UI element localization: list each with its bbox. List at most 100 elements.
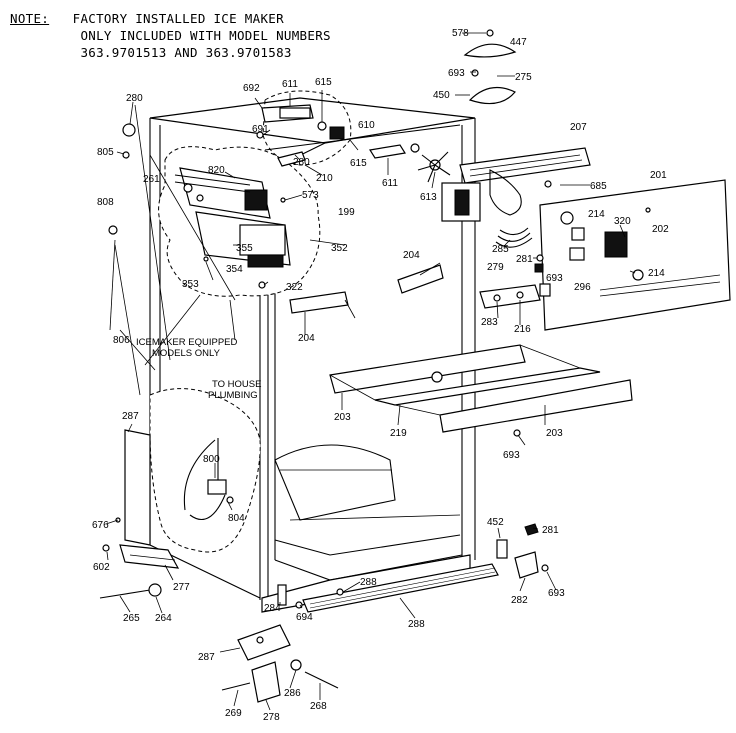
callout-icemaker-line-1: ICEMAKER EQUIPPED [136,337,237,348]
part-number-281b: 281 [542,525,559,536]
leveling-screw-264 [99,583,162,599]
part-number-219: 219 [390,428,407,439]
part-number-694: 694 [296,612,313,623]
part-number-287: 287 [122,411,139,422]
part-number-355: 355 [236,243,253,254]
part-number-800: 800 [203,454,220,465]
part-number-352: 352 [331,243,348,254]
wire-harness-285 [495,227,544,273]
part-number-labels: 578 447 693 275 450 692 611 615 280 691 … [92,28,669,723]
part-number-278: 278 [263,712,280,723]
part-number-280b: 280 [293,157,310,168]
part-number-268: 268 [310,701,327,712]
part-number-264: 264 [155,613,172,624]
part-number-806: 806 [113,335,130,346]
water-valve-800 [183,438,234,520]
part-number-216: 216 [514,324,531,335]
fan-blade-icon [417,151,451,183]
base-rail-277 [119,544,180,569]
part-number-199: 199 [338,207,355,218]
part-number-261: 261 [143,174,160,185]
part-number-282: 282 [511,595,528,606]
leader-lines [105,32,636,711]
part-number-692: 692 [243,83,260,94]
heater-207 [459,147,591,216]
part-number-693b: 693 [546,273,563,284]
side-panel-287 [124,429,151,546]
part-number-280: 280 [126,93,143,104]
part-number-450: 450 [433,90,450,101]
callout-plumbing-line-2: PLUMBING [208,390,258,401]
screws [102,123,552,552]
part-number-275: 275 [515,72,532,83]
cap-parts [463,29,517,105]
hinge-parts-right [496,523,549,579]
part-number-284: 284 [264,603,281,614]
part-number-808: 808 [97,197,114,208]
part-number-602: 602 [93,562,110,573]
part-number-288: 288 [360,577,377,588]
part-number-685: 685 [590,181,607,192]
part-number-693c: 693 [503,450,520,461]
part-number-615: 615 [315,77,332,88]
icemaker-assembly [174,167,291,268]
brackets-204 [289,264,444,319]
part-number-320: 320 [614,216,631,227]
note-line-1: FACTORY INSTALLED ICE MAKER [72,11,284,26]
part-number-286: 286 [284,688,301,699]
part-number-210: 210 [316,173,333,184]
bracket-279 [479,283,551,309]
part-number-354: 354 [226,264,243,275]
part-number-202: 202 [652,224,669,235]
part-number-613: 613 [420,192,437,203]
part-number-287b: 287 [198,652,215,663]
part-number-285: 285 [492,244,509,255]
part-number-610: 610 [358,120,375,131]
part-number-296: 296 [574,282,591,293]
bottom-hinge-assembly [221,624,339,703]
part-number-203: 203 [334,412,351,423]
note-line-2: ONLY INCLUDED WITH MODEL NUMBERS [80,28,331,43]
callout-icemaker-equipped: ICEMAKER EQUIPPED MODELS ONLY [136,337,237,359]
part-number-203b: 203 [546,428,563,439]
callout-house-plumbing: TO HOUSE PLUMBING [208,379,261,401]
part-number-277: 277 [173,582,190,593]
part-number-447: 447 [510,37,527,48]
part-number-693: 693 [448,68,465,79]
icemaker-dashed-region [149,90,352,553]
part-number-204: 204 [403,250,420,261]
part-number-573: 573 [302,190,319,201]
shelf-supports [329,344,633,437]
bracket-284 [277,584,344,609]
part-number-214: 214 [588,209,605,220]
part-number-805: 805 [97,147,114,158]
part-number-676: 676 [92,520,109,531]
part-number-611: 611 [282,79,298,90]
part-number-693d: 693 [548,588,565,599]
part-number-214b: 214 [648,268,665,279]
part-number-611b: 611 [382,178,398,189]
part-number-283: 283 [481,317,498,328]
callout-icemaker-line-2: MODELS ONLY [152,348,221,359]
part-number-578: 578 [452,28,469,39]
control-panel-201 [539,179,731,331]
part-number-269: 269 [225,708,242,719]
part-number-281: 281 [516,254,533,265]
note-label: NOTE: [10,11,50,26]
note-line-3: 363.9701513 AND 363.9701583 [80,45,292,60]
part-number-279: 279 [487,262,504,273]
part-number-820: 820 [208,165,225,176]
part-number-288b: 288 [408,619,425,630]
part-number-452: 452 [487,517,504,528]
part-number-265: 265 [123,613,140,624]
part-number-322: 322 [286,282,303,293]
part-number-804: 804 [228,513,245,524]
note-block: NOTE: FACTORY INSTALLED ICE MAKER ONLY I… [10,10,331,61]
part-number-353: 353 [182,279,199,290]
part-number-204b: 204 [298,333,315,344]
grille-288 [302,563,499,613]
callout-plumbing-line-1: TO HOUSE [212,379,261,390]
part-number-615b: 615 [350,158,367,169]
